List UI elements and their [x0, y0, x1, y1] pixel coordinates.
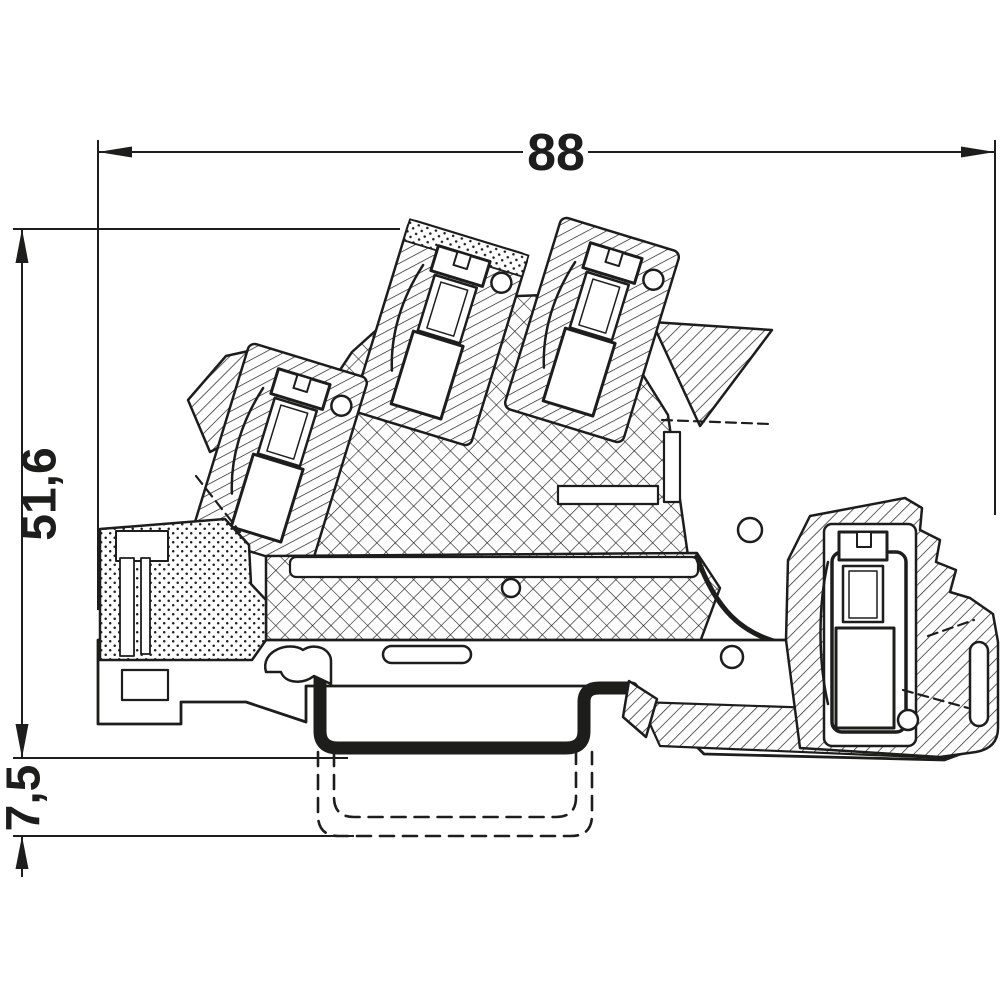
arrowhead-left-icon [98, 146, 132, 158]
dimension-height: 51,6 [13, 228, 400, 758]
housing-slot [381, 644, 473, 665]
clamp-cage [416, 273, 479, 345]
flange-slot [140, 557, 151, 655]
pivot-hole [330, 394, 353, 417]
screw-terminal-2 [503, 216, 681, 444]
clamp-body [229, 452, 305, 544]
arrowhead-right-icon [961, 146, 995, 158]
din-rail [264, 645, 659, 838]
bus-step [556, 484, 660, 506]
dimension-width-value: 88 [527, 124, 585, 182]
hidden-edge-lines [901, 618, 976, 710]
dimension-rail-offset: 7,5 [0, 757, 354, 877]
end-bracket-assembly [784, 496, 1000, 759]
spring-wire [230, 386, 265, 495]
clamp-cage-inner [848, 570, 878, 619]
screw-slot [856, 531, 872, 548]
screw-slot [452, 250, 472, 271]
busbar-channel [288, 555, 700, 579]
clamp-cage [568, 270, 631, 342]
pivot-hole [642, 268, 665, 291]
clamp-body [834, 626, 896, 730]
din-rail-ghost-outer [316, 750, 594, 838]
hidden-edge-lines [194, 418, 772, 534]
screw-terminal-3 [191, 342, 369, 570]
clamp-cage [256, 396, 319, 468]
screw-terminal-4 [819, 530, 908, 734]
dimension-rail-offset-value: 7,5 [0, 765, 51, 832]
terminal-block-drawing [96, 216, 1000, 838]
clamp-cage-inner [578, 278, 621, 334]
screw-slot [292, 373, 312, 394]
clamp-body [541, 326, 617, 418]
clamp-cage-inner [426, 281, 469, 337]
screw-slot [604, 247, 624, 268]
screw-hole [896, 708, 920, 732]
screw-hole [736, 516, 764, 544]
screw-hole [719, 644, 745, 670]
screw-terminal-1 [351, 218, 530, 447]
housing-window [120, 668, 170, 702]
rail-clip-hook [264, 645, 333, 686]
bus-channel [662, 430, 682, 504]
dimension-width: 88 [97, 124, 996, 610]
screw-hole [500, 577, 522, 599]
arrowhead-up-icon [15, 229, 29, 263]
flange-slot [119, 557, 135, 657]
din-rail-ghost-inner [332, 750, 578, 819]
spring-wire [542, 260, 577, 369]
bracket-channel [968, 640, 990, 728]
roof-section [650, 320, 774, 428]
arrowhead-down-icon [15, 724, 29, 758]
arrowhead-up-icon [15, 836, 29, 869]
pivot-hole [490, 271, 513, 294]
spring-wire [390, 263, 425, 372]
flange-detail [115, 530, 169, 562]
dimension-height-value: 51,6 [14, 447, 67, 540]
rail-latch [621, 679, 659, 739]
clamp-body [389, 329, 465, 421]
clamp-cage-inner [266, 404, 309, 460]
spring-wire [819, 560, 830, 706]
